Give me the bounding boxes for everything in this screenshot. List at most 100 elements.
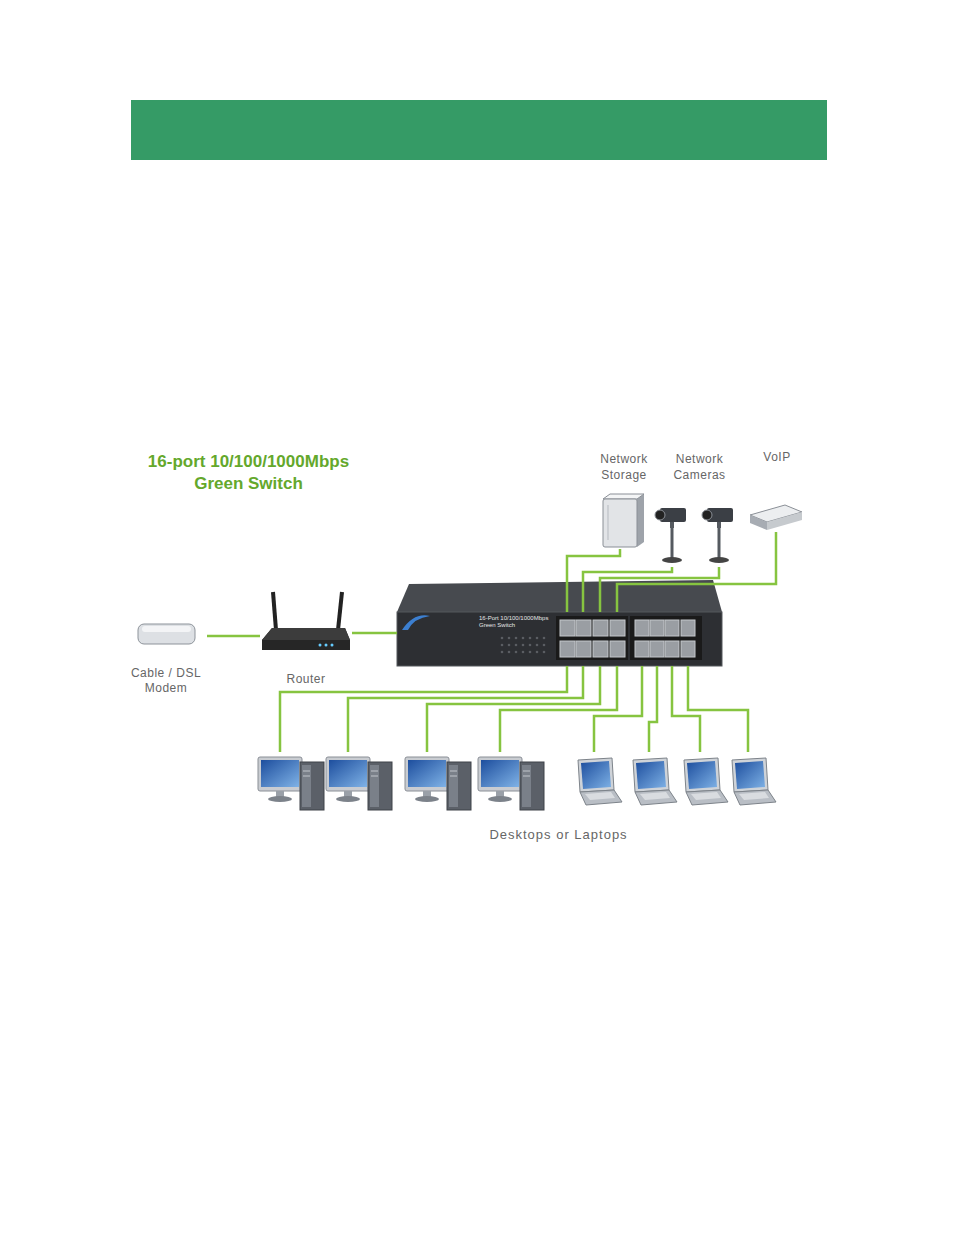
desktop bbox=[326, 757, 392, 810]
port-bank bbox=[556, 616, 628, 660]
computer-node: Desktops or Laptops bbox=[250, 752, 775, 844]
port bbox=[610, 620, 625, 636]
network-cable bbox=[500, 666, 617, 752]
port bbox=[650, 641, 664, 657]
node-label: VoIP bbox=[763, 450, 790, 466]
led bbox=[501, 637, 504, 640]
led bbox=[501, 651, 504, 654]
port bbox=[576, 620, 591, 636]
desktop bbox=[478, 757, 544, 810]
router-led bbox=[319, 644, 322, 647]
led bbox=[529, 637, 532, 640]
network-cable bbox=[688, 666, 748, 752]
led-grid bbox=[501, 637, 546, 654]
port bbox=[650, 620, 664, 636]
network-cable bbox=[207, 635, 260, 638]
laptop bbox=[732, 758, 776, 805]
router-top bbox=[262, 628, 350, 640]
port bbox=[610, 641, 625, 657]
router-antenna bbox=[273, 592, 276, 630]
storage-picture bbox=[603, 494, 644, 547]
led bbox=[508, 644, 511, 647]
node-label: Cable / DSL Modem bbox=[125, 666, 207, 697]
led bbox=[515, 651, 518, 654]
brand-logo bbox=[402, 615, 430, 630]
voip-front bbox=[750, 515, 767, 530]
modem-top bbox=[142, 626, 191, 632]
led bbox=[508, 651, 511, 654]
network-cable bbox=[617, 532, 776, 612]
camera bbox=[702, 508, 733, 563]
led bbox=[543, 637, 546, 640]
ports bbox=[560, 620, 695, 657]
router-antenna bbox=[338, 592, 342, 630]
laptop bbox=[633, 758, 677, 805]
led bbox=[515, 637, 518, 640]
voip-side bbox=[767, 512, 802, 530]
laptop bbox=[684, 758, 728, 805]
led bbox=[522, 644, 525, 647]
led bbox=[522, 651, 525, 654]
node-label: Desktops or Laptops bbox=[489, 827, 627, 844]
port bbox=[576, 641, 591, 657]
led bbox=[543, 644, 546, 647]
modem-node: Cable / DSL Modem bbox=[125, 615, 207, 697]
network-cable bbox=[567, 549, 620, 612]
led bbox=[536, 651, 539, 654]
voip-node: VoIP bbox=[748, 450, 806, 532]
port bbox=[635, 641, 649, 657]
node-label: Router bbox=[286, 672, 325, 688]
led bbox=[515, 644, 518, 647]
port-bank bbox=[630, 616, 702, 660]
led bbox=[536, 644, 539, 647]
led bbox=[508, 637, 511, 640]
led bbox=[501, 644, 504, 647]
modem-picture bbox=[138, 624, 195, 644]
led bbox=[536, 637, 539, 640]
node-label: 16-Port 10/100/1000Mbps Green Switch bbox=[479, 615, 557, 629]
port bbox=[560, 620, 575, 636]
led bbox=[522, 637, 525, 640]
node-label: Network Cameras bbox=[649, 452, 750, 483]
router-body bbox=[262, 628, 350, 650]
port bbox=[593, 641, 608, 657]
router-node: Router bbox=[260, 588, 352, 688]
network-cable bbox=[594, 666, 642, 752]
port bbox=[593, 620, 608, 636]
desktop bbox=[258, 757, 324, 810]
node-label: Network Storage bbox=[589, 452, 659, 483]
desktop bbox=[405, 757, 471, 810]
storage-front bbox=[603, 499, 637, 547]
modem-body bbox=[138, 624, 195, 644]
led bbox=[529, 644, 532, 647]
voip-picture bbox=[750, 505, 802, 530]
laptop bbox=[578, 758, 622, 805]
switch-picture bbox=[397, 580, 722, 666]
diagram-title: 16-port 10/100/1000Mbps Green Switch bbox=[136, 451, 361, 495]
camera bbox=[655, 508, 686, 563]
port bbox=[681, 641, 695, 657]
network-cable bbox=[352, 632, 397, 635]
storage-top bbox=[603, 494, 644, 499]
storage-panel-line bbox=[608, 505, 609, 540]
header-bar bbox=[131, 100, 827, 160]
port bbox=[560, 641, 575, 657]
storage-node: Network Storage bbox=[589, 452, 659, 549]
led bbox=[529, 651, 532, 654]
storage-side bbox=[637, 494, 644, 547]
router-led bbox=[325, 644, 328, 647]
switch-node: 16-Port 10/100/1000Mbps Green Switch bbox=[397, 612, 722, 666]
network-cable bbox=[583, 567, 672, 612]
camera-node: Network Cameras bbox=[649, 452, 750, 567]
switch-front bbox=[397, 612, 722, 666]
port bbox=[635, 620, 649, 636]
network-cable bbox=[649, 666, 657, 752]
led bbox=[543, 651, 546, 654]
router-picture bbox=[262, 592, 350, 650]
port bbox=[681, 620, 695, 636]
port bbox=[665, 641, 679, 657]
port bbox=[665, 620, 679, 636]
